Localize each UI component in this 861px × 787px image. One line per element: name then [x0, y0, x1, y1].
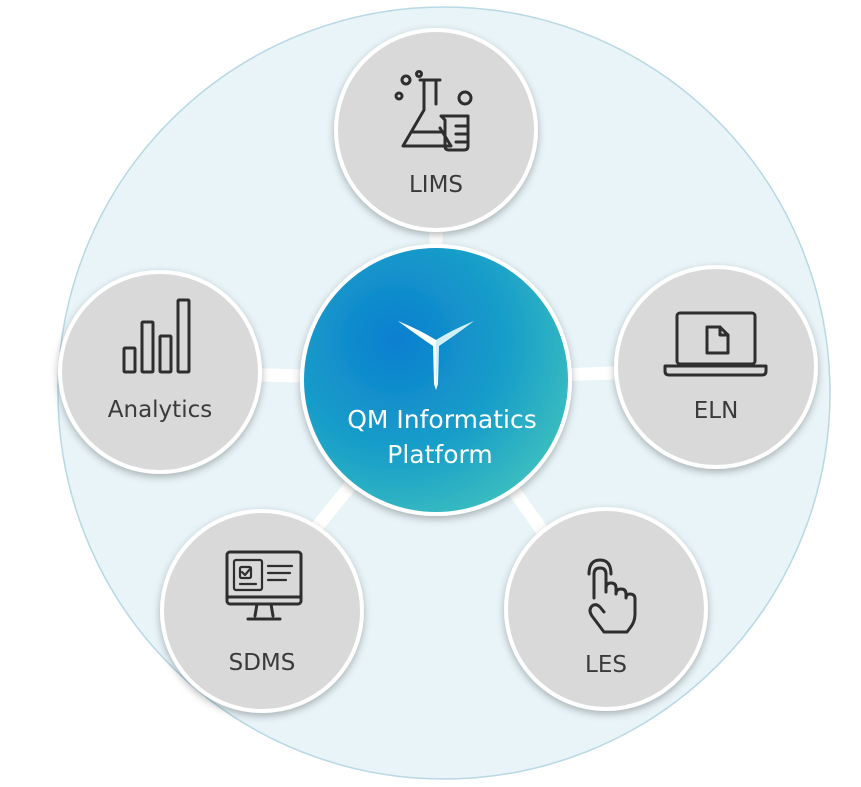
node-les-label: LES: [585, 652, 627, 678]
node-sdms-label: SDMS: [229, 650, 296, 676]
pointing-hand-icon: [587, 558, 637, 634]
platform-title-line1: QM Informatics: [347, 405, 537, 434]
bar-chart-icon: [122, 298, 191, 374]
node-eln[interactable]: ELN: [614, 265, 818, 469]
platform-title-line2: Platform: [387, 440, 492, 469]
node-les[interactable]: LES: [504, 507, 708, 711]
node-lims[interactable]: LIMS: [334, 28, 538, 232]
node-sdms[interactable]: SDMS: [160, 509, 364, 713]
node-sdms-circle: [160, 509, 364, 713]
node-les-circle: [504, 507, 708, 711]
node-analytics[interactable]: Analytics: [58, 270, 262, 474]
node-lims-circle: [334, 28, 538, 232]
lab-flasks-icon: [394, 70, 473, 152]
node-analytics-label: Analytics: [108, 397, 212, 423]
node-eln-label: ELN: [694, 398, 739, 424]
platform-hub[interactable]: QM Informatics Platform: [300, 244, 572, 516]
laptop-document-icon: [663, 311, 768, 377]
tri-blade-logo-icon: [398, 321, 474, 390]
node-lims-label: LIMS: [409, 172, 463, 198]
monitor-checklist-icon: [225, 550, 303, 621]
